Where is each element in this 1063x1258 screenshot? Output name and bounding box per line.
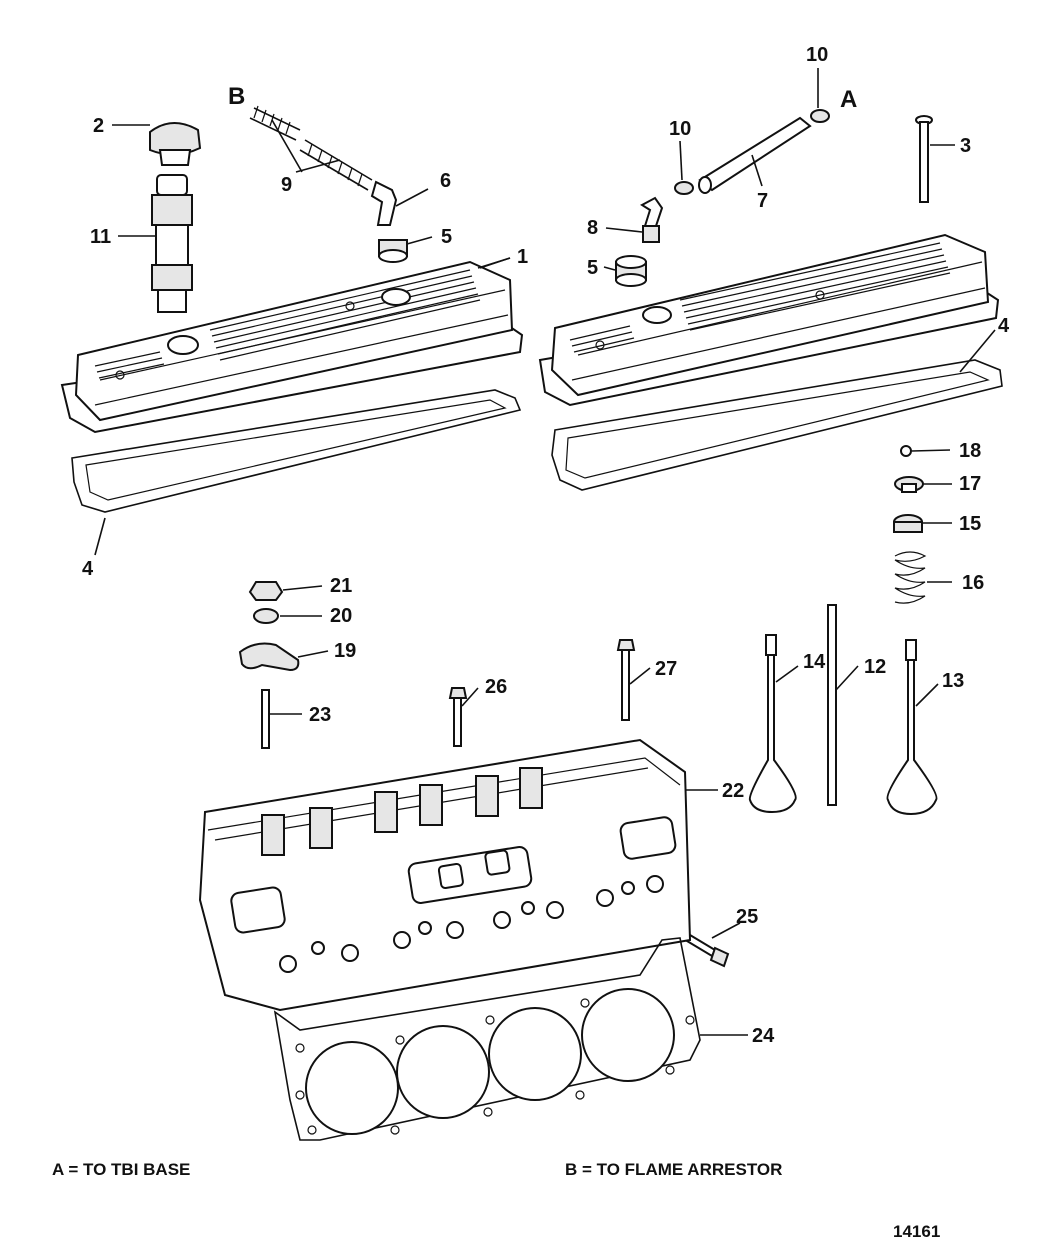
marker-a: A <box>840 86 857 113</box>
callout-18: 18 <box>959 440 981 462</box>
head-bolt-angled <box>685 933 730 968</box>
left-valve-cover <box>60 260 524 434</box>
grommet-left <box>378 239 408 263</box>
callout-5-right: 5 <box>587 257 598 279</box>
callout-2: 2 <box>93 115 104 137</box>
right-valve-cover <box>538 233 1000 407</box>
callout-3: 3 <box>960 135 971 157</box>
callout-17: 17 <box>959 473 981 495</box>
callout-7: 7 <box>757 190 768 212</box>
callout-5-left: 5 <box>441 226 452 248</box>
valve-cover-bolt <box>915 115 933 203</box>
hose-clamp-mid <box>674 181 694 195</box>
head-bolt-short <box>448 687 468 747</box>
left-gasket <box>71 389 522 513</box>
rocker-stud <box>261 689 270 749</box>
callout-9: 9 <box>281 174 292 196</box>
intake-valve <box>886 639 938 816</box>
callout-10-mid: 10 <box>669 118 691 140</box>
callout-19: 19 <box>334 640 356 662</box>
hose-clamp-top <box>810 109 830 123</box>
head-gasket <box>273 937 701 1141</box>
callout-4-left: 4 <box>82 558 94 580</box>
note-b: B = TO FLAME ARRESTOR <box>565 1160 782 1179</box>
oil-filler-tube <box>151 174 193 313</box>
oil-filler-cap <box>149 122 202 166</box>
callout-11: 11 <box>90 226 111 248</box>
callout-13: 13 <box>942 670 964 692</box>
callout-22: 22 <box>722 780 744 802</box>
note-a: A = TO TBI BASE <box>52 1160 190 1179</box>
callout-4-right: 4 <box>998 315 1010 337</box>
callout-15: 15 <box>959 513 981 535</box>
pushrod <box>827 604 837 806</box>
pcv-valve-right <box>640 196 664 243</box>
head-bolt-long <box>616 639 636 721</box>
spring-retainer <box>894 476 924 493</box>
valve-spring <box>894 551 927 604</box>
leader-lines <box>94 68 996 1036</box>
callout-25: 25 <box>736 906 758 928</box>
hose-right <box>698 116 812 194</box>
callout-1: 1 <box>517 246 528 268</box>
figure-number: 14161 <box>893 1222 940 1241</box>
callout-16: 16 <box>962 572 984 594</box>
right-gasket <box>551 359 1003 491</box>
callout-10-top: 10 <box>806 44 828 66</box>
valve-seal <box>893 514 923 533</box>
rocker-ball <box>253 608 279 624</box>
rocker-arm <box>238 642 300 672</box>
callout-14: 14 <box>803 651 826 673</box>
rocker-nut <box>248 581 284 601</box>
valve-keepers <box>900 445 912 457</box>
callout-21: 21 <box>330 575 352 597</box>
marker-b: B <box>228 83 245 110</box>
callout-27: 27 <box>655 658 677 680</box>
valve-springs-installed <box>261 767 543 856</box>
callout-8: 8 <box>587 217 598 239</box>
cylinder-head <box>198 738 692 1012</box>
exhaust-valve <box>748 634 797 814</box>
gasket-holes <box>295 998 695 1135</box>
callout-20: 20 <box>330 605 352 627</box>
breather-hose-left <box>249 105 373 191</box>
pcv-elbow-left <box>370 180 398 226</box>
grommet-right <box>615 255 647 287</box>
head-bolt-holes <box>279 875 664 973</box>
callout-labels: 1 2 3 4 4 5 5 6 7 8 9 10 10 11 12 13 14 … <box>82 44 1010 1047</box>
callout-23: 23 <box>309 704 331 726</box>
callout-24: 24 <box>752 1025 775 1047</box>
callout-12: 12 <box>864 656 886 678</box>
callout-26: 26 <box>485 676 507 698</box>
callout-6: 6 <box>440 170 451 192</box>
